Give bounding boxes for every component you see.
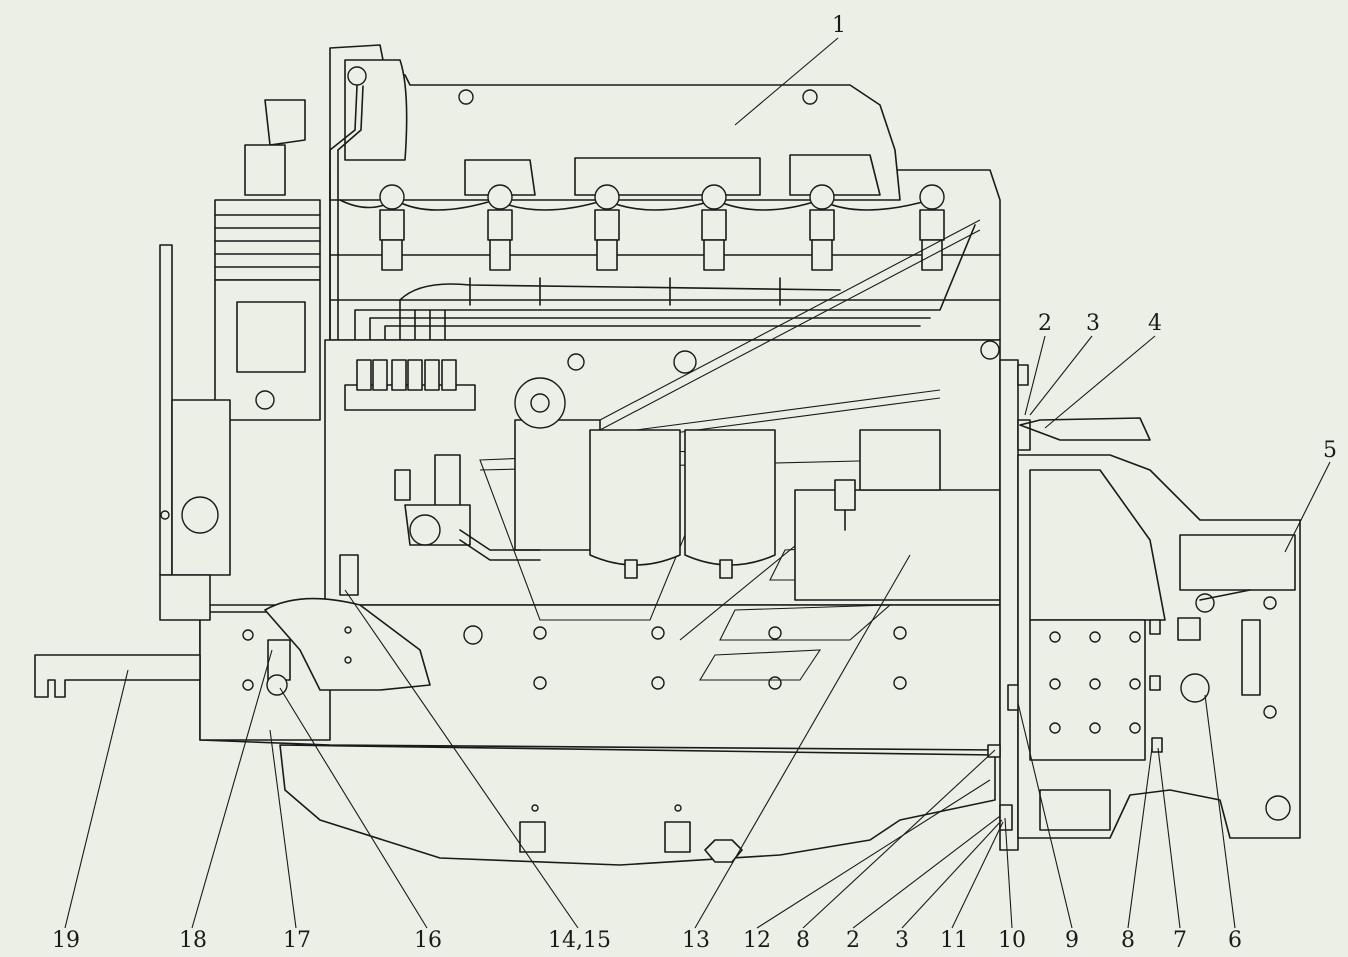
callout-13: 13	[682, 928, 710, 953]
leader-8-bottom	[802, 749, 996, 929]
fuel-filters	[514, 377, 776, 579]
callout-3-bottom: 3	[895, 928, 909, 953]
leader-2-top	[1024, 335, 1046, 416]
leader-4	[1044, 335, 1156, 429]
leader-19	[64, 669, 129, 929]
leader-5	[1284, 461, 1331, 553]
leader-12	[756, 779, 991, 929]
leader-8-right	[1127, 747, 1153, 929]
air-compressor	[214, 99, 321, 421]
exhaust-manifold	[329, 44, 931, 211]
injection-pump	[344, 359, 476, 411]
callout-12: 12	[743, 928, 771, 953]
injector-2	[487, 184, 513, 271]
clutch-release-rod	[1019, 417, 1251, 601]
callout-16: 16	[414, 928, 442, 953]
injector-4	[701, 184, 727, 271]
callout-8-bottom: 8	[796, 928, 810, 953]
leader-3-top	[1029, 335, 1093, 416]
injectors	[379, 184, 945, 271]
callout-1: 1	[832, 13, 846, 38]
leader-7	[1157, 747, 1181, 929]
leader-3-bottom	[901, 819, 1003, 929]
callout-2-bottom: 2	[846, 928, 860, 953]
callout-6: 6	[1228, 928, 1242, 953]
callout-14-15: 14,15	[548, 928, 611, 953]
starter-motor	[794, 429, 1001, 601]
leader-14-15	[344, 589, 579, 929]
leader-10	[1004, 817, 1013, 929]
leader-18	[191, 649, 273, 929]
leader-17	[269, 729, 297, 929]
fuel-priming-pump	[394, 454, 541, 561]
leader-2-bottom	[852, 815, 1001, 929]
callout-18: 18	[179, 928, 207, 953]
injector-3	[594, 184, 620, 271]
clutch-housing	[1017, 454, 1301, 839]
leader-11	[951, 821, 1004, 929]
oil-pan	[279, 744, 996, 866]
block-holes	[463, 625, 907, 690]
leader-1	[734, 37, 839, 126]
turbo-housing	[329, 59, 408, 341]
leader-16	[279, 687, 428, 929]
callout-2-top: 2	[1038, 311, 1052, 336]
callout-9: 9	[1065, 928, 1079, 953]
callout-4: 4	[1148, 311, 1162, 336]
leader-lines	[64, 37, 1331, 929]
callout-7: 7	[1173, 928, 1187, 953]
callout-10: 10	[998, 928, 1026, 953]
injector-5	[809, 184, 835, 271]
leader-13	[694, 554, 911, 929]
crank-pulley	[159, 244, 231, 576]
front-support-bracket	[34, 574, 211, 698]
leader-6	[1204, 694, 1236, 929]
callout-19: 19	[52, 928, 80, 953]
callout-8-right: 8	[1121, 928, 1135, 953]
leader-9	[1017, 702, 1073, 929]
callout-5: 5	[1323, 438, 1337, 463]
injector-1	[379, 184, 405, 271]
callout-3-top: 3	[1086, 311, 1100, 336]
callout-17: 17	[283, 928, 311, 953]
dipstick	[339, 554, 359, 596]
flywheel-housing	[987, 359, 1031, 851]
callout-11: 11	[940, 928, 968, 953]
injector-6	[919, 184, 945, 271]
callout-labels: 1 2 3 4 5 6 7 8 9 10 11 3 2 8 12 13 14,1…	[52, 13, 1337, 953]
